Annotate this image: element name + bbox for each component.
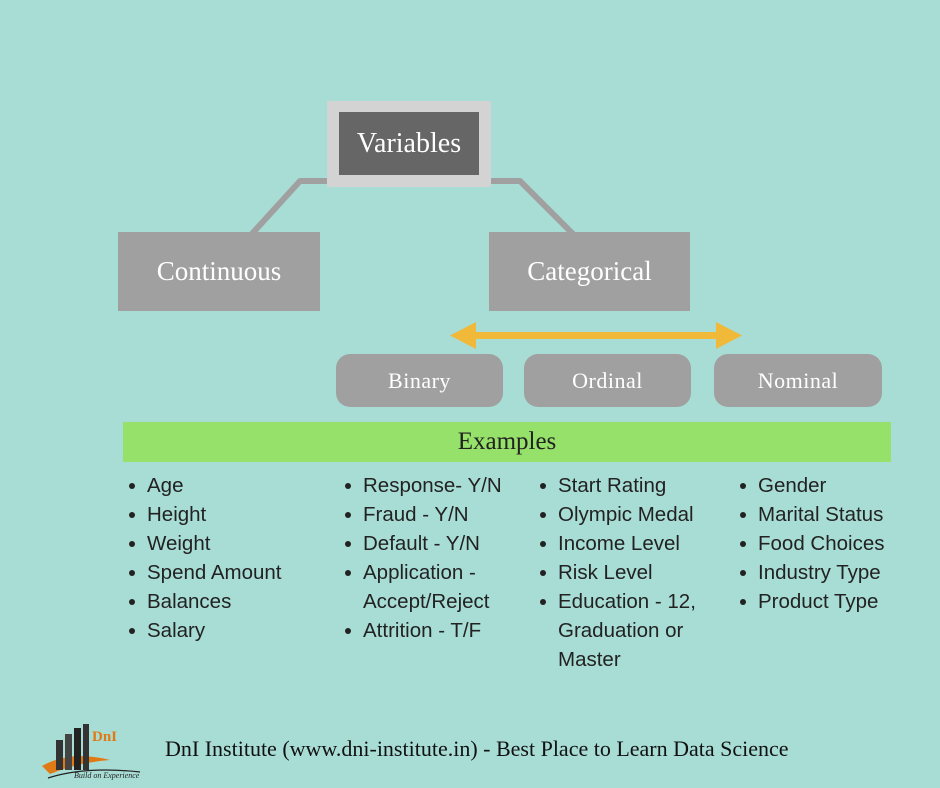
list-item: Product Type xyxy=(735,587,935,616)
list-item: Salary xyxy=(124,616,324,645)
dni-logo-icon xyxy=(42,724,141,779)
connector-root-continuous xyxy=(247,178,327,239)
root-node-variables: Variables xyxy=(339,112,479,175)
list-item: Spend Amount xyxy=(124,558,324,587)
list-item: Attrition - T/F xyxy=(340,616,530,645)
list-item: Industry Type xyxy=(735,558,935,587)
list-item: Risk Level xyxy=(535,558,715,587)
list-item: Height xyxy=(124,500,324,529)
footer-credit: DnI Institute (www.dni-institute.in) - B… xyxy=(165,736,789,761)
list-item: Age xyxy=(124,471,324,500)
node-continuous: Continuous xyxy=(118,232,320,311)
examples-continuous-list: Age Height Weight Spend Amount Balances … xyxy=(124,471,324,645)
examples-binary-list: Response- Y/N Fraud - Y/N Default - Y/N … xyxy=(340,471,530,645)
list-item: Application - Accept/Reject xyxy=(340,558,530,616)
list-item: Response- Y/N xyxy=(340,471,530,500)
node-categorical: Categorical xyxy=(489,232,690,311)
list-item: Gender xyxy=(735,471,935,500)
examples-ordinal-list: Start Rating Olympic Medal Income Level … xyxy=(535,471,715,674)
logo-tagline: Build on Experience xyxy=(74,771,140,780)
list-item: Default - Y/N xyxy=(340,529,530,558)
list-item: Weight xyxy=(124,529,324,558)
list-item: Start Rating xyxy=(535,471,715,500)
list-item: Olympic Medal xyxy=(535,500,715,529)
subtype-binary: Binary xyxy=(336,354,503,407)
examples-header: Examples xyxy=(123,422,891,462)
list-item: Education - 12, Graduation or Master xyxy=(535,587,715,674)
subtype-ordinal: Ordinal xyxy=(524,354,691,407)
examples-nominal-list: Gender Marital Status Food Choices Indus… xyxy=(735,471,935,616)
list-item: Marital Status xyxy=(735,500,935,529)
subtype-nominal: Nominal xyxy=(714,354,882,407)
list-item: Income Level xyxy=(535,529,715,558)
list-item: Food Choices xyxy=(735,529,935,558)
double-arrow-icon xyxy=(450,322,742,349)
list-item: Balances xyxy=(124,587,324,616)
connector-root-categorical xyxy=(491,178,578,239)
logo-brand-text: DnI xyxy=(92,729,118,745)
list-item: Fraud - Y/N xyxy=(340,500,530,529)
